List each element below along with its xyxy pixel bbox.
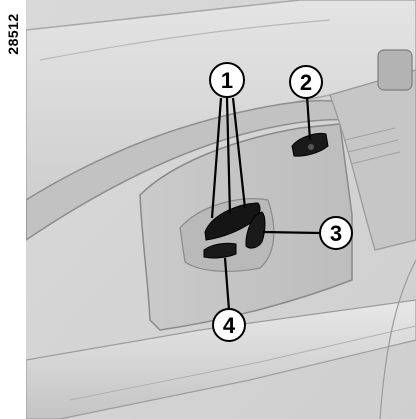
callout-label-2: 2 — [300, 70, 312, 95]
seat-side-illustration: 1 2 3 4 — [26, 0, 416, 419]
callout-label-3: 3 — [330, 221, 342, 246]
figure-reference-code: 28512 — [5, 13, 21, 54]
seat-belt-buckle — [378, 50, 412, 90]
callout-badge-3: 3 — [320, 217, 352, 249]
callout-badge-1: 1 — [210, 63, 244, 97]
seat-illustration-svg: 1 2 3 4 — [26, 0, 416, 419]
callout-badge-2: 2 — [290, 66, 322, 98]
backrest-control-center — [308, 144, 314, 150]
callout-badge-4: 4 — [213, 309, 245, 341]
reference-strip: 28512 — [0, 0, 26, 419]
callout-line-3 — [263, 232, 320, 233]
callout-label-4: 4 — [223, 313, 236, 338]
callout-label-1: 1 — [221, 68, 233, 93]
